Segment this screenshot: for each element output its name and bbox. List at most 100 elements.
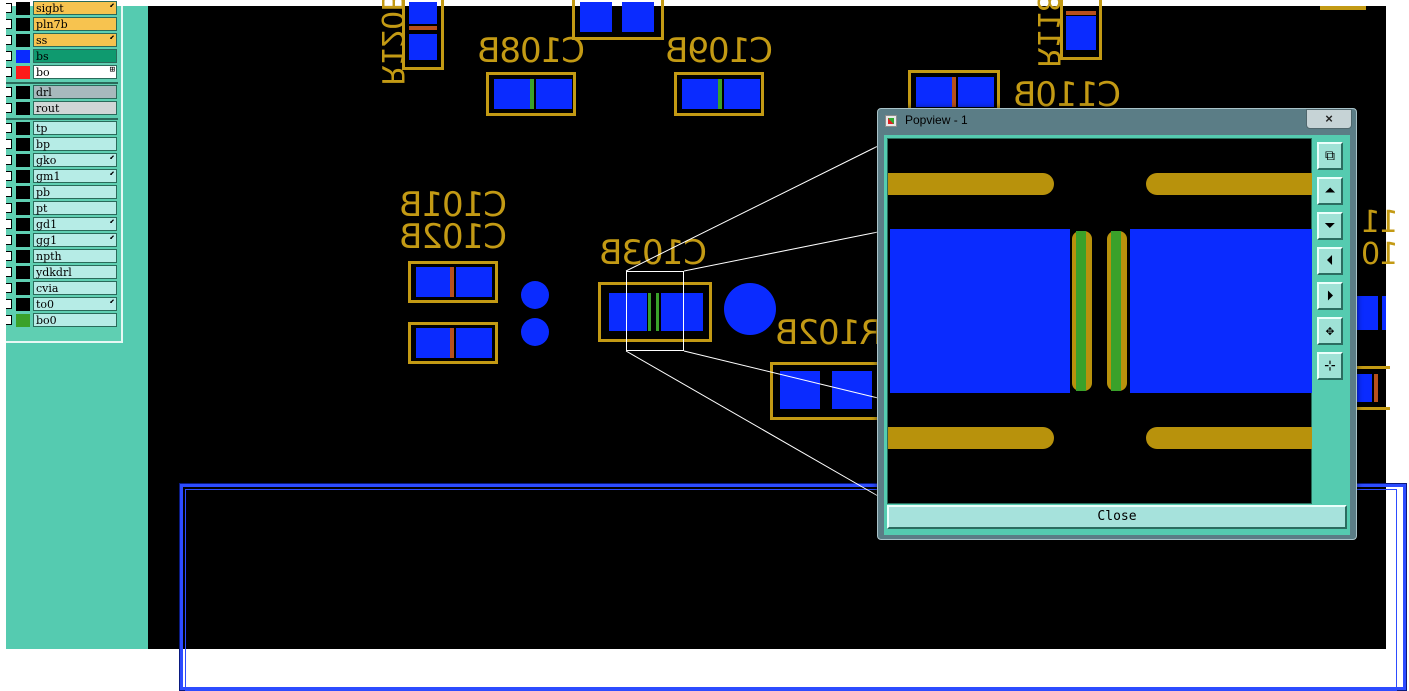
layer-row[interactable]: pt <box>6 201 118 216</box>
layer-name[interactable]: gd1 <box>33 217 117 231</box>
via[interactable] <box>521 281 549 309</box>
layer-visibility-toggle[interactable] <box>6 283 12 293</box>
layer-row[interactable]: gm1⬋ <box>6 169 118 184</box>
layer-name[interactable]: npth <box>33 249 117 263</box>
layer-color-swatch[interactable] <box>16 234 30 247</box>
layer-name[interactable]: pt <box>33 201 117 215</box>
layer-name[interactable]: rout <box>33 101 117 115</box>
pad[interactable] <box>682 79 718 109</box>
pad[interactable] <box>456 328 492 358</box>
layer-color-swatch[interactable] <box>16 18 30 31</box>
layer-color-swatch[interactable] <box>16 102 30 115</box>
pad[interactable] <box>1354 374 1372 402</box>
pad[interactable] <box>609 293 647 331</box>
pad[interactable] <box>1382 296 1386 330</box>
layer-color-swatch[interactable] <box>16 50 30 63</box>
zoom-pad[interactable] <box>890 229 1070 393</box>
layer-color-swatch[interactable] <box>16 86 30 99</box>
pad[interactable] <box>780 371 820 409</box>
layer-color-swatch[interactable] <box>16 186 30 199</box>
popview-titlebar[interactable]: Popview - 1 × <box>878 109 1356 133</box>
layer-name[interactable]: bo <box>33 65 117 79</box>
layer-name[interactable]: cvia <box>33 281 117 295</box>
layer-visibility-toggle[interactable] <box>6 139 12 149</box>
layer-color-swatch[interactable] <box>16 154 30 167</box>
layer-row[interactable]: rout <box>6 101 118 116</box>
pan-left-icon[interactable]: ⏴ <box>1317 247 1343 275</box>
layer-name[interactable]: bo0 <box>33 313 117 327</box>
pad[interactable] <box>832 371 872 409</box>
layer-row[interactable]: sigbt⬋ <box>6 1 118 16</box>
pad[interactable] <box>958 77 994 107</box>
pad[interactable] <box>916 77 952 107</box>
zoom-window-icon[interactable]: ⧉ <box>1317 142 1343 170</box>
zoom-in-icon[interactable]: ✥ <box>1317 317 1343 345</box>
layer-row[interactable]: bp <box>6 137 118 152</box>
layer-edit-icon[interactable]: ⬋ <box>109 1 115 11</box>
pad[interactable] <box>1066 16 1096 50</box>
layer-row[interactable]: gg1⬋ <box>6 233 118 248</box>
window-close-icon[interactable]: × <box>1306 109 1352 129</box>
layer-name[interactable]: ss <box>33 33 117 47</box>
layer-visibility-toggle[interactable] <box>6 19 12 29</box>
pad[interactable] <box>580 2 612 32</box>
layer-color-swatch[interactable] <box>16 314 30 327</box>
layer-row[interactable]: bs <box>6 49 118 64</box>
zoom-pad[interactable] <box>1130 229 1312 393</box>
close-button[interactable]: Close <box>887 505 1347 529</box>
layer-visibility-toggle[interactable] <box>6 235 12 245</box>
layer-edit-icon[interactable]: ⬋ <box>109 33 115 43</box>
layer-visibility-toggle[interactable] <box>6 315 12 325</box>
pan-right-icon[interactable]: ⏵ <box>1317 282 1343 310</box>
pad[interactable] <box>416 328 452 358</box>
layer-color-swatch[interactable] <box>16 34 30 47</box>
layer-row[interactable]: bo⊞ <box>6 65 118 80</box>
layer-row[interactable]: ss⬋ <box>6 33 118 48</box>
layer-visibility-toggle[interactable] <box>6 51 12 61</box>
pad[interactable] <box>494 79 530 109</box>
layer-name[interactable]: ydkdrl <box>33 265 117 279</box>
layer-visibility-toggle[interactable] <box>6 87 12 97</box>
layer-visibility-toggle[interactable] <box>6 3 12 13</box>
layer-name[interactable]: sigbt <box>33 1 117 15</box>
layer-visibility-toggle[interactable] <box>6 203 12 213</box>
layer-visibility-toggle[interactable] <box>6 171 12 181</box>
layer-name[interactable]: tp <box>33 121 117 135</box>
layer-name[interactable]: bp <box>33 137 117 151</box>
layer-visibility-toggle[interactable] <box>6 299 12 309</box>
pan-up-icon[interactable]: ⏶ <box>1317 177 1343 205</box>
popview-window[interactable]: Popview - 1 × ⧉ ⏶ ⏷ ⏴ ⏵ ✥ ⊹ Close <box>877 108 1357 540</box>
layer-row[interactable]: gd1⬋ <box>6 217 118 232</box>
layer-name[interactable]: gm1 <box>33 169 117 183</box>
pad[interactable] <box>724 79 760 109</box>
layer-color-swatch[interactable] <box>16 298 30 311</box>
layer-visibility-toggle[interactable] <box>6 267 12 277</box>
pad[interactable] <box>409 2 437 24</box>
layer-edit-icon[interactable]: ⬋ <box>109 153 115 163</box>
popview-zoom-canvas[interactable] <box>887 138 1312 504</box>
layer-color-swatch[interactable] <box>16 138 30 151</box>
layer-name[interactable]: gg1 <box>33 233 117 247</box>
layer-row[interactable]: cvia <box>6 281 118 296</box>
layer-color-swatch[interactable] <box>16 266 30 279</box>
via[interactable] <box>521 318 549 346</box>
layer-visibility-toggle[interactable] <box>6 67 12 77</box>
layer-edit-icon[interactable]: ⬋ <box>109 233 115 243</box>
zoom-out-icon[interactable]: ⊹ <box>1317 352 1343 380</box>
pad[interactable] <box>409 34 437 60</box>
layer-visibility-toggle[interactable] <box>6 155 12 165</box>
layer-edit-icon[interactable]: ⬋ <box>109 297 115 307</box>
layer-color-swatch[interactable] <box>16 170 30 183</box>
layer-name[interactable]: drl <box>33 85 117 99</box>
layer-visibility-toggle[interactable] <box>6 187 12 197</box>
layer-row[interactable]: tp <box>6 121 118 136</box>
via[interactable] <box>724 283 776 335</box>
layer-row[interactable]: bo0 <box>6 313 118 328</box>
layer-row[interactable]: pln7b <box>6 17 118 32</box>
layer-color-swatch[interactable] <box>16 250 30 263</box>
layer-visibility-toggle[interactable] <box>6 103 12 113</box>
zoom-selection-box[interactable] <box>626 271 684 351</box>
pad[interactable] <box>1354 296 1378 330</box>
layer-color-swatch[interactable] <box>16 202 30 215</box>
layer-color-swatch[interactable] <box>16 122 30 135</box>
